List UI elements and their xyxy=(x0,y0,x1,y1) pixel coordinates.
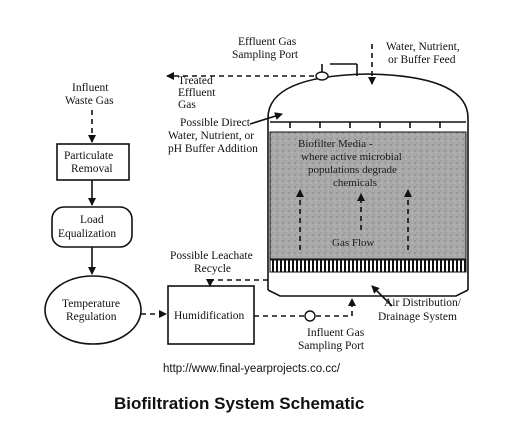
influent-waste-label: Influent Waste Gas xyxy=(65,82,114,107)
gas-flow-label: Gas Flow xyxy=(332,237,375,249)
svg-text:Effluent: Effluent xyxy=(178,87,216,99)
svg-text:Load: Load xyxy=(80,214,104,226)
svg-text:Drainage System: Drainage System xyxy=(378,311,457,323)
temperature-regulation-ellipse: Temperature Regulation xyxy=(44,275,142,345)
svg-text:Influent Gas: Influent Gas xyxy=(307,327,365,339)
effluent-outlet xyxy=(166,63,358,81)
svg-text:Equalization: Equalization xyxy=(58,228,116,240)
direct-addition-arrow xyxy=(249,112,283,125)
effluent-sampling-port-icon xyxy=(315,71,329,81)
svg-text:Treated: Treated xyxy=(178,75,213,87)
svg-text:Sampling Port: Sampling Port xyxy=(298,340,365,352)
svg-text:chemicals: chemicals xyxy=(333,177,377,189)
svg-text:populations degrade: populations degrade xyxy=(308,164,397,176)
svg-text:pH Buffer Addition: pH Buffer Addition xyxy=(168,143,258,155)
page-title: Biofiltration System Schematic xyxy=(114,394,364,413)
air-distribution-arrow xyxy=(371,285,393,307)
svg-text:Effluent Gas: Effluent Gas xyxy=(238,36,297,48)
air-distribution-label: Air Distribution/ Drainage System xyxy=(378,297,462,323)
influent-to-reactor-line xyxy=(254,298,356,322)
svg-text:Influent: Influent xyxy=(72,82,109,94)
source-url: http://www.final-yearprojects.co.cc/ xyxy=(163,363,341,375)
media-label: Biofilter Media - where active microbial… xyxy=(298,138,402,189)
svg-text:Waste Gas: Waste Gas xyxy=(65,95,114,107)
influent-sampling-label: Influent Gas Sampling Port xyxy=(298,327,365,352)
support-grate xyxy=(269,259,467,273)
leachate-recycle-line xyxy=(206,279,268,287)
svg-text:Air Distribution/: Air Distribution/ xyxy=(384,297,462,309)
influent-sampling-port-icon xyxy=(304,310,316,322)
svg-text:or Buffer Feed: or Buffer Feed xyxy=(388,54,456,66)
particulate-removal-box: Particulate Removal xyxy=(56,143,130,181)
direct-addition-label: Possible Direct Water, Nutrient, or pH B… xyxy=(168,117,258,155)
svg-text:Particulate: Particulate xyxy=(64,150,113,162)
svg-text:Recycle: Recycle xyxy=(194,263,231,275)
svg-text:Gas: Gas xyxy=(178,99,196,111)
water-feed-label: Water, Nutrient, or Buffer Feed xyxy=(386,41,460,66)
humidification-box: Humidification xyxy=(167,285,255,345)
svg-text:Humidification: Humidification xyxy=(174,310,245,322)
svg-text:Regulation: Regulation xyxy=(66,311,117,323)
svg-text:Biofilter Media -: Biofilter Media - xyxy=(298,138,373,150)
svg-text:Possible Leachate: Possible Leachate xyxy=(170,250,253,262)
svg-text:Removal: Removal xyxy=(71,163,113,175)
gas-flow-arrows xyxy=(296,189,412,250)
svg-text:Water, Nutrient,: Water, Nutrient, xyxy=(386,41,460,53)
leachate-label: Possible Leachate Recycle xyxy=(170,250,253,275)
svg-text:Possible Direct: Possible Direct xyxy=(180,117,251,129)
effluent-sampling-label: Effluent Gas Sampling Port xyxy=(232,36,299,61)
svg-text:Water, Nutrient, or: Water, Nutrient, or xyxy=(168,130,254,142)
svg-text:Temperature: Temperature xyxy=(62,298,120,310)
load-equalization-box: Load Equalization xyxy=(51,206,133,248)
treated-effluent-label: Treated Effluent Gas xyxy=(178,75,216,111)
svg-text:Sampling Port: Sampling Port xyxy=(232,49,299,61)
reactor-vessel xyxy=(267,73,469,297)
spray-nozzles xyxy=(289,122,441,128)
svg-text:where active microbial: where active microbial xyxy=(301,151,402,163)
